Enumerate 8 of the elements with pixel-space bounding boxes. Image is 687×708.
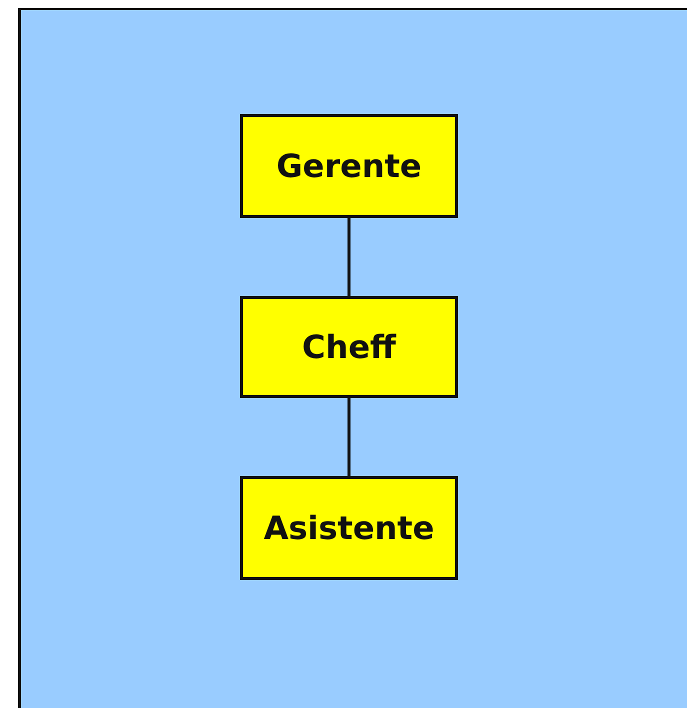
role-box — [240, 114, 458, 218]
role-box — [240, 296, 458, 398]
role-label: Cheff — [302, 328, 396, 366]
connector-line — [348, 218, 350, 296]
connector-line — [348, 398, 350, 476]
role-label: Asistente — [264, 509, 434, 547]
role-label: Gerente — [276, 147, 422, 185]
role-box — [240, 476, 458, 580]
